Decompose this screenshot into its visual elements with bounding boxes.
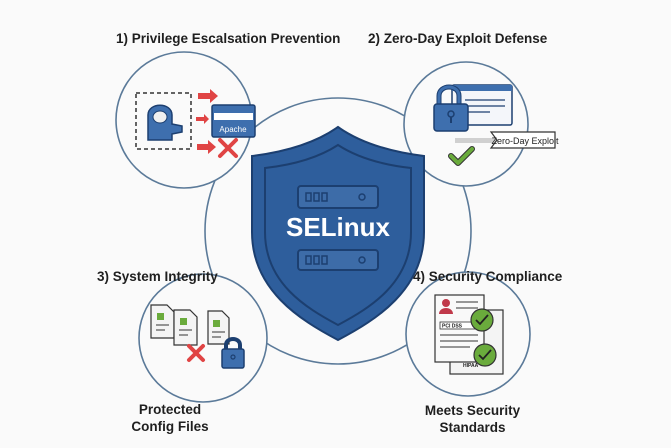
padlock-icon — [433, 84, 469, 132]
progress-bar — [455, 138, 497, 143]
hacker-icon — [135, 92, 192, 150]
center-ring — [204, 97, 472, 365]
red-x-icon — [218, 138, 238, 158]
feature-3-caption: Protected Config Files — [120, 401, 220, 435]
padlock-icon — [221, 337, 245, 369]
feature-circle-3 — [138, 273, 268, 403]
shield-icon — [251, 125, 425, 342]
config-files-icon — [150, 304, 230, 346]
feature-1-label: 1) Privilege Escalsation Prevention — [116, 31, 341, 46]
pci-dss-label: PCI DSS — [442, 324, 463, 330]
feature-3-label: 3) System Integrity — [97, 269, 218, 284]
zero-day-tag-label: Zero-Day Exploit — [491, 136, 559, 146]
check-badge-icon — [470, 308, 494, 332]
feature-4-label: 4) Security Compliance — [413, 269, 563, 284]
caption-line-1: Protected — [138, 402, 202, 417]
server-icon — [297, 185, 379, 209]
hipaa-label: HIPAA — [463, 363, 479, 369]
checkmark-icon — [448, 146, 475, 166]
server-icon — [297, 249, 379, 271]
arrow-icon — [196, 89, 218, 154]
apache-label: Apache — [219, 125, 247, 134]
red-x-icon — [187, 344, 205, 362]
apache-window-icon: Apache — [211, 104, 256, 138]
feature-2-label: 2) Zero-Day Exploit Defense — [368, 31, 548, 46]
center-title: SELinux — [286, 212, 391, 242]
tag-icon: Zero-Day Exploit — [489, 131, 559, 149]
check-badge-icon — [473, 343, 497, 367]
feature-4-caption: Meets Security Standards — [424, 403, 521, 435]
caption-line-2: Config Files — [131, 419, 209, 434]
